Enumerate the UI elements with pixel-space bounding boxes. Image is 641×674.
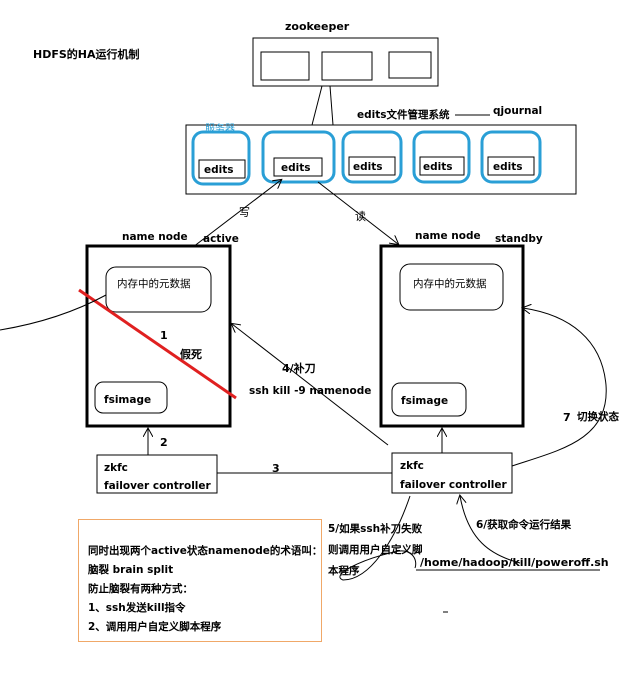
script-path: /home/hadoop/kill/poweroff.sh [420, 556, 609, 569]
qjournal-label: qjournal [493, 105, 542, 117]
journal-node [341, 130, 403, 184]
write-label: 写 [239, 206, 250, 219]
fencing-title: 4/补刀 [282, 361, 316, 375]
switch-state-curve [511, 308, 607, 467]
edits-box [198, 159, 246, 179]
step-5-line2: 则调用用户自定义脚 [328, 543, 423, 556]
read-label: 读 [355, 209, 366, 223]
edits-box [273, 157, 323, 177]
failure-slash [78, 288, 237, 400]
note-line-4: 1、ssh发送kill指令 [88, 602, 186, 614]
journal-node [261, 130, 336, 184]
zookeeper-node [321, 51, 373, 81]
standby-memory-box [399, 263, 504, 311]
zookeeper-connector [311, 85, 323, 126]
step-3-label: 3 [272, 462, 280, 475]
active-fsimage-label: fsimage [104, 394, 151, 406]
zkfc-right-subtitle: failover controller [400, 479, 508, 491]
edits-box [419, 156, 465, 176]
edits-box [348, 156, 396, 176]
note-line-2: 脑裂 brain split [88, 564, 174, 576]
zkfc-left-title: zkfc [104, 462, 128, 474]
edits-label: edits [353, 161, 383, 173]
edits-label: edits [204, 164, 234, 176]
diagram-title: HDFS的HA运行机制 [33, 47, 140, 61]
zookeeper-node [388, 51, 432, 79]
step-5-line1: 5/如果ssh补刀失败 [328, 522, 423, 535]
brain-split-note: 同时出现两个active状态namenode的术语叫： 脑裂 brain spl… [78, 519, 322, 642]
fake-dead-label: 假死 [180, 347, 202, 361]
zkfc-right-box [391, 452, 513, 494]
active-fsimage-box [94, 381, 168, 414]
zkfc-left-box [96, 454, 218, 494]
standby-fsimage-label: fsimage [401, 395, 448, 407]
zookeeper-node [260, 51, 310, 81]
client-link [0, 294, 107, 331]
standby-namenode-label: name node [415, 230, 481, 242]
note-line-5: 2、调用用户自定义脚本程序 [88, 621, 222, 633]
fencing-command: ssh kill -9 namenode [249, 385, 371, 397]
active-memory-box [105, 266, 212, 313]
step-5-line3: 本程序 [328, 564, 360, 577]
zookeeper-label: zookeeper [285, 20, 350, 33]
journal-system-label: edits文件管理系统 [357, 108, 450, 121]
result-return-arrow [460, 496, 521, 564]
fencing-arrow [232, 324, 389, 446]
zookeeper-connector [329, 85, 334, 126]
note-line-1: 同时出现两个active状态namenode的术语叫： [88, 545, 323, 557]
custom-script-loop [339, 495, 417, 581]
read-arrow [317, 181, 398, 244]
zkfc-left-subtitle: failover controller [104, 480, 212, 492]
edits-label: edits [423, 161, 453, 173]
edits-box [487, 156, 535, 176]
standby-memory-label: 内存中的元数据 [413, 277, 487, 290]
step-7-number: 7 [563, 411, 571, 424]
step-6-label: 6/获取命令运行结果 [476, 518, 572, 531]
zkfc-right-title: zkfc [400, 460, 424, 472]
active-memory-label: 内存中的元数据 [117, 277, 191, 290]
step-2-label: 2 [160, 436, 168, 449]
step-7-label: 切换状态 [577, 410, 619, 423]
journal-node [191, 130, 251, 186]
active-status-label: active [203, 233, 239, 245]
edits-label: edits [281, 162, 311, 174]
active-namenode-label: name node [122, 231, 188, 243]
journal-node [480, 130, 542, 184]
standby-status-label: standby [495, 233, 543, 245]
standby-fsimage-box [391, 382, 467, 417]
edits-label: edits [493, 161, 523, 173]
journal-node [412, 130, 471, 184]
note-line-3: 防止脑裂有两种方式： [88, 583, 193, 595]
step-1-label: 1 [160, 329, 168, 342]
